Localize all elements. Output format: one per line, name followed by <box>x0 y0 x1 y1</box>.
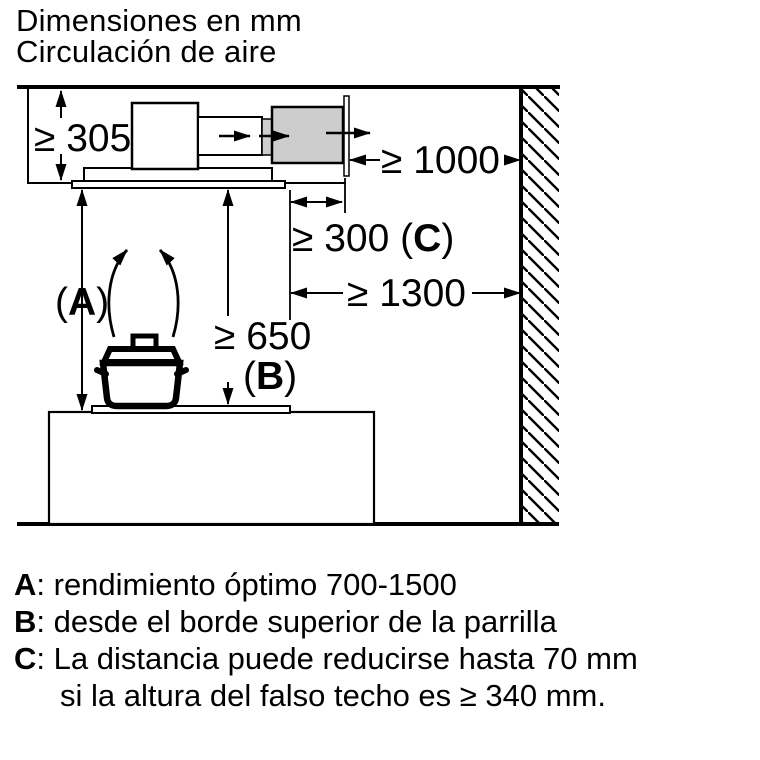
dim-300-label: ≥ 300 (C) <box>292 217 454 260</box>
dim-305-label: ≥ 305 <box>34 117 131 160</box>
hood-unit <box>71 95 371 189</box>
title-line-units: Dimensiones en mm <box>16 3 302 38</box>
legend-text-a: : rendimiento óptimo 700-1500 <box>36 567 457 602</box>
pot-handle-right <box>174 367 189 377</box>
legend-letter-b: B <box>14 604 37 639</box>
legend-line-a: A: rendimiento óptimo 700-1500 <box>14 566 638 603</box>
dim-b-label: (B) <box>243 355 297 398</box>
steam-arrow-right <box>158 249 180 338</box>
counter-group <box>47 405 376 526</box>
pot-body <box>99 359 184 410</box>
motor-box <box>130 101 200 171</box>
hood-panel-strip <box>71 180 286 189</box>
dimension-labels: ≥ 305 ≥ 1000 ≥ 300 (C) ≥ 1300 ≥ 650 (B) … <box>34 117 500 398</box>
title-line-mode: Circulación de aire <box>16 34 277 69</box>
legend-line-c-continued: si la altura del falso techo es ≥ 340 mm… <box>14 677 638 714</box>
legend: A: rendimiento óptimo 700-1500 B: desde … <box>14 566 638 714</box>
wall-hatching <box>521 87 559 524</box>
legend-letter-c: C <box>14 641 37 676</box>
steam-arrow-left <box>107 249 129 338</box>
dim-a-label: (A) <box>55 281 109 324</box>
airflow-arrows <box>219 127 371 142</box>
pot-handle-left <box>94 367 109 377</box>
mounting-flange <box>343 95 350 177</box>
dimension-lines <box>55 90 521 411</box>
legend-line-b: B: desde el borde superior de la parrill… <box>14 603 638 640</box>
dim-650-label: ≥ 650 <box>214 315 311 358</box>
cooktop-plate <box>91 405 291 414</box>
counter <box>47 410 376 526</box>
pot-group <box>94 249 189 410</box>
legend-letter-a: A <box>14 567 37 602</box>
legend-text-c: : La distancia puede reducirse hasta 70 … <box>36 641 638 676</box>
legend-text-b: : desde el borde superior de la parrilla <box>36 604 557 639</box>
dim-1300-label: ≥ 1300 <box>347 272 466 315</box>
page-title: Dimensiones en mm Circulación de aire <box>16 5 302 67</box>
dim-1000-label: ≥ 1000 <box>381 139 500 182</box>
legend-text-c-continued: si la altura del falso techo es ≥ 340 mm… <box>60 678 606 713</box>
legend-line-c: C: La distancia puede reducirse hasta 70… <box>14 640 638 677</box>
